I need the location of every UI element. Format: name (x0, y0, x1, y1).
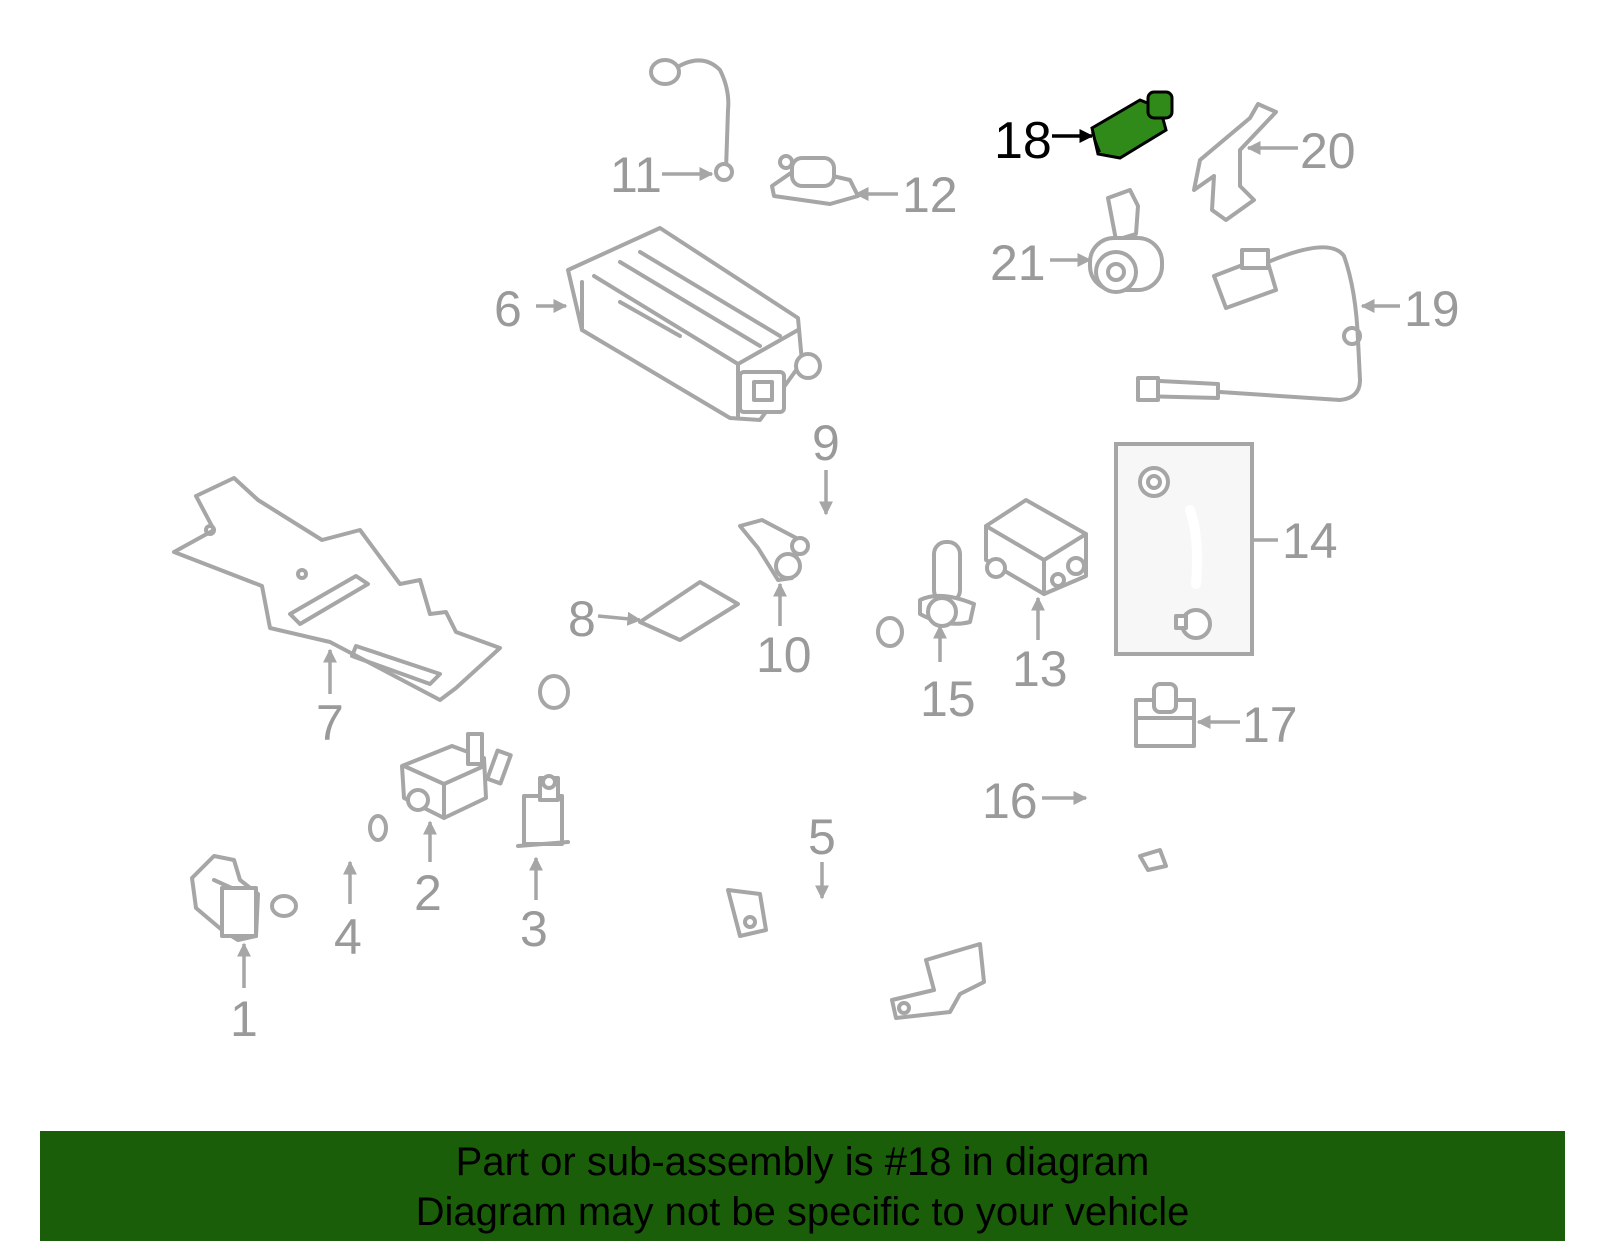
callout-16: 16 (982, 773, 1038, 829)
part-14-kit[interactable] (1114, 442, 1254, 656)
callout-15: 15 (920, 671, 976, 727)
part-10-fitting[interactable] (738, 518, 810, 582)
part-12-valve[interactable] (770, 154, 860, 206)
part-19-oxygen-sensor[interactable] (1136, 245, 1362, 402)
banner-line-1: Part or sub-assembly is #18 in diagram (455, 1140, 1150, 1184)
callout-18: 18 (994, 112, 1052, 170)
part-4-hose[interactable] (270, 814, 388, 918)
banner-line-2: Diagram may not be specific to your vehi… (415, 1190, 1190, 1234)
part-9-hose[interactable] (824, 516, 904, 648)
part-21-sensor[interactable] (1088, 188, 1164, 294)
callout-8: 8 (568, 591, 596, 647)
callout-9: 9 (812, 415, 840, 471)
parts-diagram: 11 12 6 18 20 21 (172, 58, 1460, 1047)
part-6-canister[interactable] (566, 226, 822, 422)
callout-20: 20 (1300, 123, 1356, 179)
part-2-solenoid[interactable] (400, 732, 513, 820)
callout-4: 4 (334, 909, 362, 965)
part-16-pipe[interactable] (1085, 781, 1273, 899)
part-20-bracket[interactable] (1192, 102, 1278, 222)
part-3-connector[interactable] (516, 774, 570, 848)
part-13-valve[interactable] (984, 498, 1088, 596)
part-7-heat-shield[interactable] (172, 476, 502, 702)
callout-10: 10 (756, 627, 812, 683)
part-1-sensor[interactable] (190, 854, 260, 942)
callout-21: 21 (990, 235, 1046, 291)
part-11-hose[interactable] (649, 58, 734, 182)
part-15-elbow[interactable] (918, 540, 976, 628)
callout-7: 7 (316, 695, 344, 751)
part-18-highlighted[interactable] (1090, 90, 1174, 160)
part-8-gasket[interactable] (638, 580, 740, 642)
callout-11: 11 (610, 147, 662, 203)
callout-14: 14 (1282, 513, 1338, 569)
callout-2: 2 (414, 865, 442, 921)
callout-17: 17 (1242, 697, 1298, 753)
callout-1: 1 (230, 991, 258, 1047)
callout-19: 19 (1404, 281, 1460, 337)
part-5-pipe[interactable] (538, 670, 1095, 1031)
callout-5: 5 (808, 809, 836, 865)
callout-12: 12 (902, 167, 958, 223)
callout-6: 6 (494, 281, 522, 337)
part-17-sensor[interactable] (1134, 682, 1196, 748)
info-banner: Part or sub-assembly is #18 in diagram D… (40, 1131, 1565, 1241)
callout-3: 3 (520, 901, 548, 957)
callout-13: 13 (1012, 641, 1068, 697)
